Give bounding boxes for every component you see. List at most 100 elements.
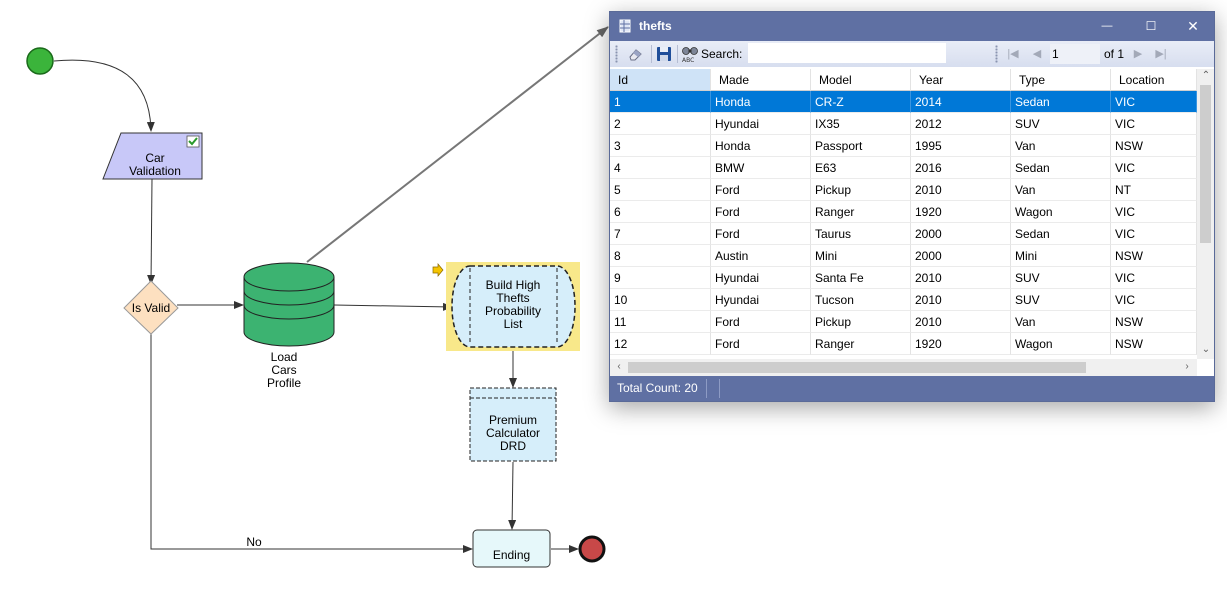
cell-location[interactable]: NSW — [1111, 245, 1197, 267]
cell-id[interactable]: 7 — [610, 223, 711, 245]
cell-model[interactable]: IX35 — [811, 113, 911, 135]
first-page-icon[interactable]: |◀ — [1007, 48, 1019, 60]
cell-id[interactable]: 1 — [610, 91, 711, 113]
cell-location[interactable]: NSW — [1111, 311, 1197, 333]
toolbar-grip[interactable] — [615, 45, 618, 63]
is-valid-gateway[interactable] — [123, 280, 179, 335]
close-button[interactable]: ✕ — [1187, 18, 1199, 34]
cell-id[interactable]: 3 — [610, 135, 711, 157]
cell-year[interactable]: 2000 — [911, 223, 1011, 245]
cell-made[interactable]: Hyundai — [711, 113, 811, 135]
search-input[interactable] — [748, 43, 946, 63]
premium-calculator-shape[interactable] — [469, 387, 557, 462]
cell-location[interactable]: VIC — [1111, 289, 1197, 311]
column-header-location[interactable]: Location — [1111, 69, 1197, 91]
cell-year[interactable]: 2010 — [911, 179, 1011, 201]
end-event[interactable] — [578, 535, 606, 563]
cell-made[interactable]: Austin — [711, 245, 811, 267]
cell-type[interactable]: Sedan — [1011, 223, 1111, 245]
load-cars-profile-database[interactable] — [243, 262, 335, 347]
scroll-up-icon[interactable]: ⌃ — [1201, 70, 1211, 81]
column-header-year[interactable]: Year — [911, 69, 1011, 91]
cell-id[interactable]: 8 — [610, 245, 711, 267]
scroll-down-icon[interactable]: ⌄ — [1201, 344, 1211, 355]
cell-type[interactable]: Sedan — [1011, 91, 1111, 113]
cell-model[interactable]: CR-Z — [811, 91, 911, 113]
page-number-input[interactable] — [1050, 44, 1100, 64]
cell-made[interactable]: Ford — [711, 333, 811, 355]
scroll-right-icon[interactable]: › — [1185, 361, 1189, 372]
cell-model[interactable]: Pickup — [811, 179, 911, 201]
cell-id[interactable]: 6 — [610, 201, 711, 223]
cell-model[interactable]: Tucson — [811, 289, 911, 311]
cell-made[interactable]: Ford — [711, 179, 811, 201]
cell-id[interactable]: 4 — [610, 157, 711, 179]
cell-location[interactable]: VIC — [1111, 157, 1197, 179]
last-page-icon[interactable]: ▶| — [1155, 48, 1167, 60]
cell-id[interactable]: 10 — [610, 289, 711, 311]
cell-made[interactable]: Hyundai — [711, 267, 811, 289]
cell-location[interactable]: VIC — [1111, 223, 1197, 245]
cell-made[interactable]: Honda — [711, 91, 811, 113]
cell-model[interactable]: Passport — [811, 135, 911, 157]
column-header-type[interactable]: Type — [1011, 69, 1111, 91]
cell-year[interactable]: 2010 — [911, 289, 1011, 311]
cell-model[interactable]: Taurus — [811, 223, 911, 245]
vertical-scrollbar[interactable]: ⌃ ⌄ — [1197, 69, 1214, 359]
horizontal-scrollbar[interactable]: ‹ › — [610, 359, 1197, 376]
cell-location[interactable]: VIC — [1111, 91, 1197, 113]
cell-model[interactable]: Pickup — [811, 311, 911, 333]
cell-year[interactable]: 2000 — [911, 245, 1011, 267]
minimize-button[interactable]: — — [1101, 20, 1113, 32]
column-header-model[interactable]: Model — [811, 69, 911, 91]
save-icon[interactable] — [656, 46, 672, 62]
horizontal-scroll-thumb[interactable] — [628, 362, 1086, 373]
edge-premium-to-ending[interactable] — [508, 461, 517, 530]
maximize-button[interactable]: ☐ — [1145, 19, 1157, 33]
edge-start-to-validation[interactable] — [53, 59, 155, 132]
cell-year[interactable]: 2014 — [911, 91, 1011, 113]
cell-made[interactable]: BMW — [711, 157, 811, 179]
pager-grip[interactable] — [995, 45, 998, 63]
cell-model[interactable]: Ranger — [811, 333, 911, 355]
cell-year[interactable]: 1920 — [911, 201, 1011, 223]
build-high-thefts-shape[interactable] — [451, 265, 576, 348]
column-header-id[interactable]: Id — [610, 69, 711, 91]
cell-id[interactable]: 9 — [610, 267, 711, 289]
eraser-icon[interactable] — [627, 46, 643, 62]
cell-model[interactable]: Ranger — [811, 201, 911, 223]
cell-model[interactable]: Santa Fe — [811, 267, 911, 289]
cell-type[interactable]: Van — [1011, 311, 1111, 333]
cell-type[interactable]: Sedan — [1011, 157, 1111, 179]
previous-page-icon[interactable]: ◀ — [1032, 48, 1042, 60]
cell-location[interactable]: NSW — [1111, 135, 1197, 157]
vertical-scroll-thumb[interactable] — [1200, 85, 1211, 243]
scroll-left-icon[interactable]: ‹ — [617, 361, 621, 372]
cell-id[interactable]: 12 — [610, 333, 711, 355]
cell-year[interactable]: 1995 — [911, 135, 1011, 157]
cell-id[interactable]: 2 — [610, 113, 711, 135]
cell-made[interactable]: Ford — [711, 311, 811, 333]
column-header-made[interactable]: Made — [711, 69, 811, 91]
edge-isvalid-no[interactable] — [150, 328, 473, 553]
cell-year[interactable]: 2012 — [911, 113, 1011, 135]
car-validation-shape[interactable] — [102, 132, 203, 180]
edge-validation-to-isvalid[interactable] — [147, 178, 156, 285]
cell-model[interactable]: E63 — [811, 157, 911, 179]
cell-made[interactable]: Ford — [711, 223, 811, 245]
cell-type[interactable]: Mini — [1011, 245, 1111, 267]
cell-type[interactable]: SUV — [1011, 289, 1111, 311]
cell-year[interactable]: 2016 — [911, 157, 1011, 179]
cell-location[interactable]: VIC — [1111, 113, 1197, 135]
cell-made[interactable]: Hyundai — [711, 289, 811, 311]
